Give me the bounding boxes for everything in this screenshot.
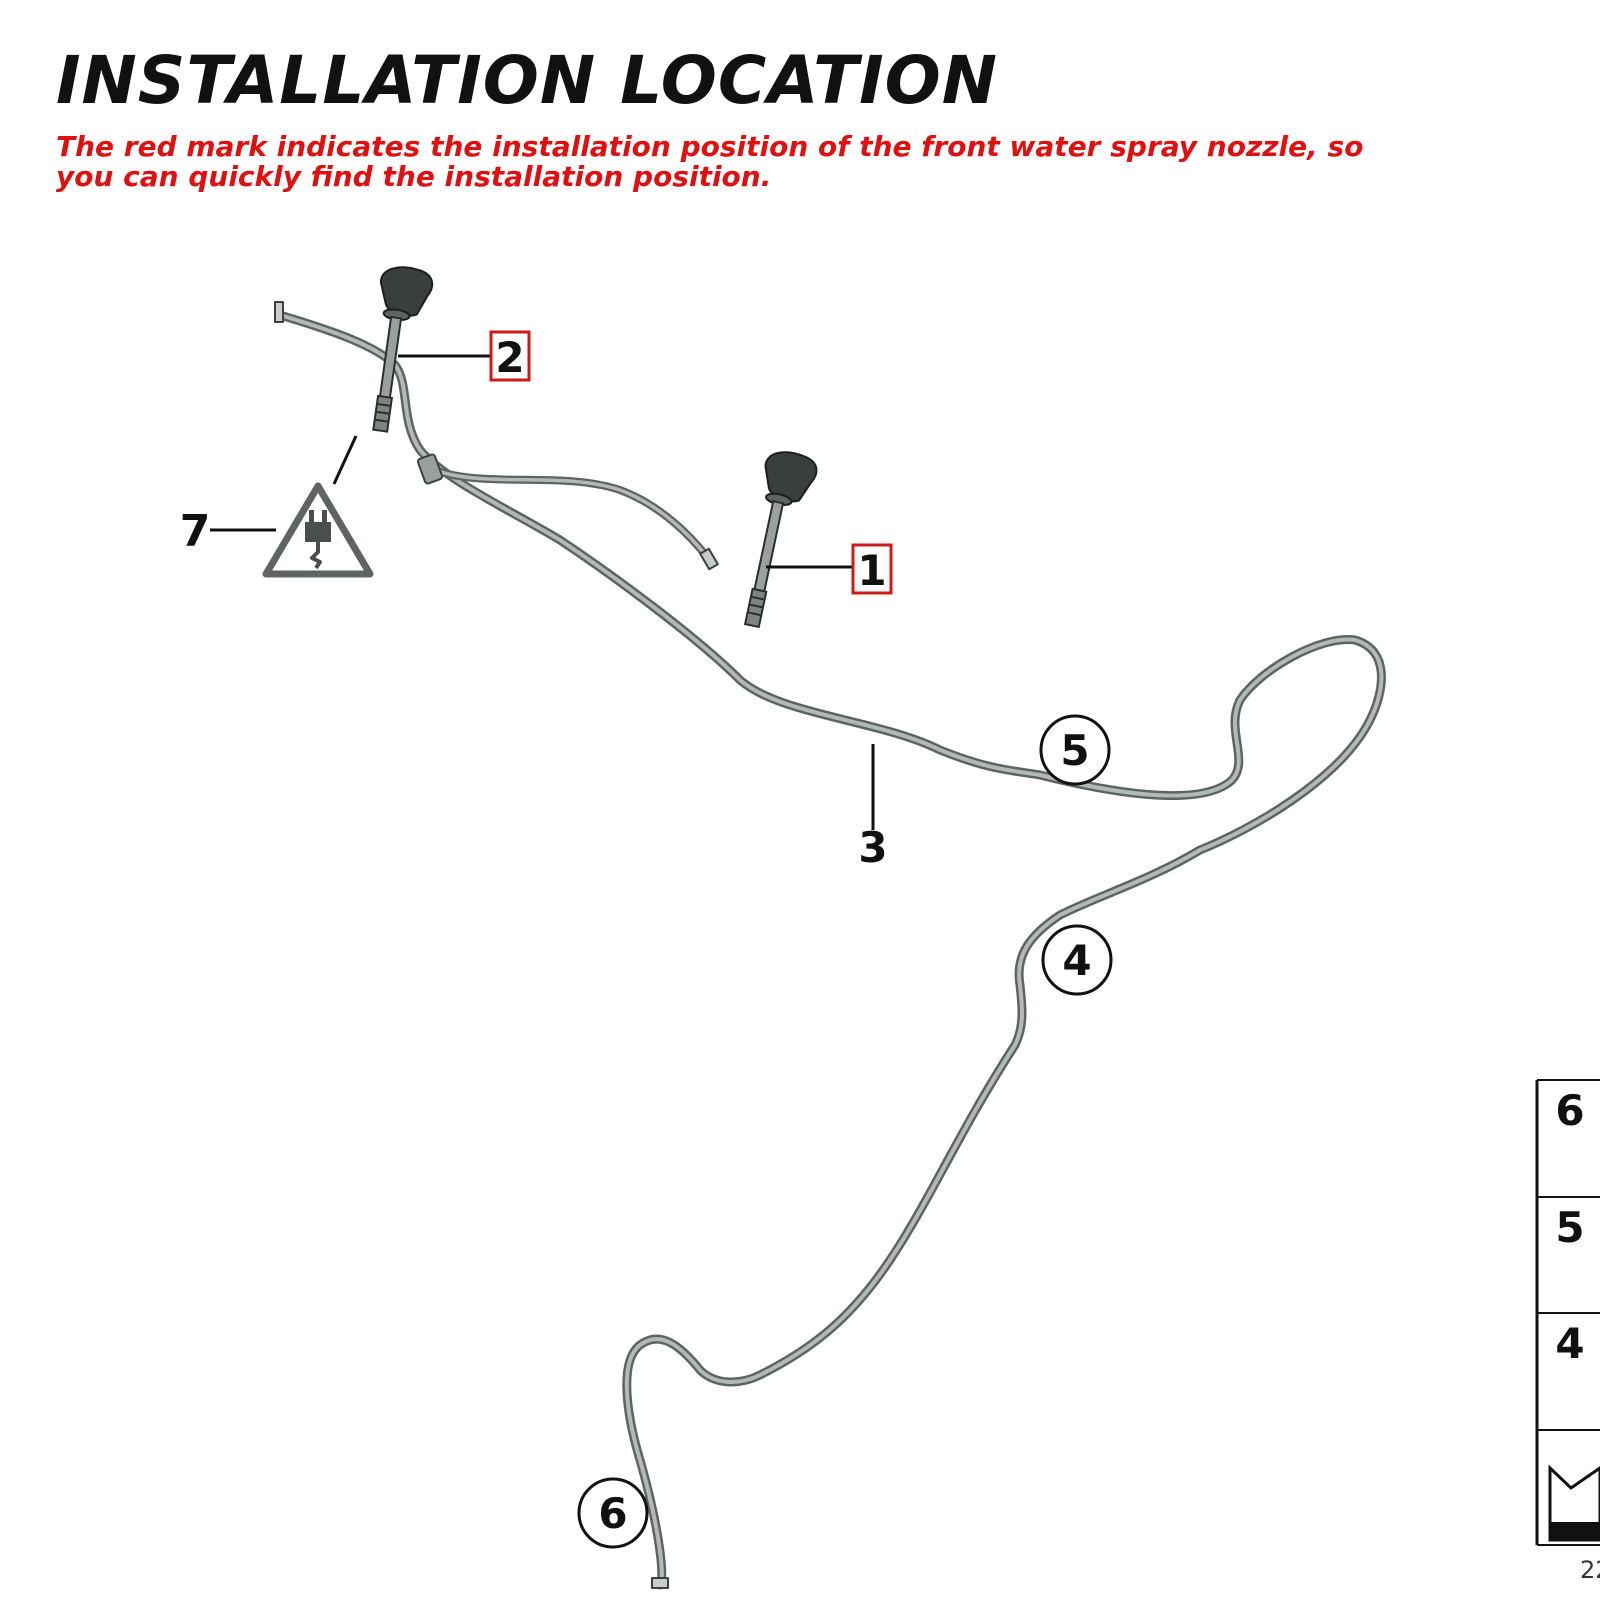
highlight-box-2 (489, 330, 531, 382)
callout-4: 4 (1041, 924, 1113, 996)
callout-label-3: 3 (858, 823, 887, 872)
side-panel-number: 6 (1555, 1086, 1584, 1135)
side-panel-number: 4 (1555, 1319, 1584, 1368)
side-panel-number: 5 (1555, 1203, 1584, 1252)
page-title: INSTALLATION LOCATION (56, 42, 999, 119)
callout-6: 6 (577, 1477, 649, 1549)
leader-lines (210, 354, 875, 830)
callout-label-5: 5 (1060, 726, 1089, 775)
callout-label-2: 2 (495, 333, 524, 382)
nozzle-2-assembly (372, 266, 434, 433)
side-parts-panel: 6 5 4 22 (1535, 1079, 1600, 1584)
nozzle-1-assembly (743, 451, 818, 629)
callout-1: 1 (851, 543, 893, 595)
callout-label-6: 6 (598, 1489, 627, 1538)
callout-2: 2 (489, 330, 531, 382)
callout-label-4: 4 (1062, 936, 1091, 985)
page-subtitle: The red mark indicates the installation … (56, 130, 1364, 193)
hose-lines (274, 301, 1386, 1590)
callout-5: 5 (1039, 714, 1111, 786)
callout-label-1: 1 (857, 546, 886, 595)
side-panel-footer: 22 (1580, 1556, 1600, 1584)
callout-label-7: 7 (180, 506, 211, 557)
hose-main (275, 310, 1386, 1590)
electrical-plug-warning-icon (262, 482, 374, 578)
highlight-box-1 (851, 543, 893, 595)
